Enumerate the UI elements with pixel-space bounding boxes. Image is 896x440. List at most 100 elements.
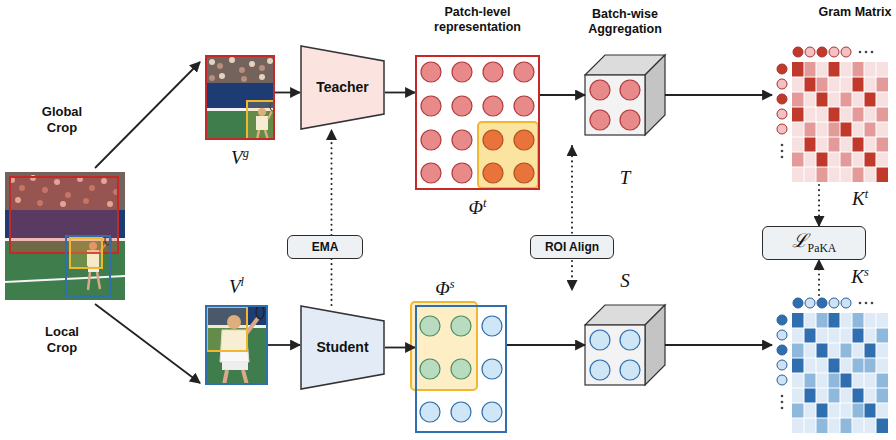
operation-box: EMA [287,235,363,259]
flow-arrow [665,344,772,346]
roi-leader [571,261,573,290]
crowd-dots [259,65,265,71]
teacher-patch-grid [421,62,538,188]
teacher-gram-matrix [792,62,888,182]
superscript: t [483,196,486,210]
token-circle [817,47,827,57]
teacher-gram-matrix [792,62,888,182]
token-circle [793,298,803,308]
superscript: t [865,187,868,201]
local-crop-image [224,370,247,385]
column-heading: Batch-wise Aggregation [578,7,673,37]
crowd-dots [209,57,273,80]
dotted-arrow [818,185,820,226]
patch-token [421,163,441,183]
input-photo [66,236,110,296]
ellipsis-dots [781,407,784,410]
student-patch-grid [411,302,502,422]
crop-label: Global Crop [34,104,90,135]
dotted-arrow [331,130,333,235]
gram-matrix: Ks [772,295,892,438]
crop-arrow [95,304,200,383]
flow-arrow [268,344,300,346]
roi-token [420,316,471,379]
input-photo [70,238,102,268]
token-circle [777,360,787,370]
operation-label: ROI Align [545,240,599,254]
roi-token [420,316,440,336]
teacher-gram-matrix [777,47,888,182]
token-circle [829,298,839,308]
patch-token [421,62,441,82]
ellipsis-dots [865,51,868,54]
ellipsis-dots [781,395,784,398]
loss-box: ℒPaKA [762,226,866,260]
crowd-dots [259,74,265,80]
subscript: PaKA [808,242,837,255]
flow-arrow [385,92,415,94]
patch-token [483,96,503,116]
patch-token [514,62,534,82]
local-crop-image [222,362,248,370]
token-circle [777,64,787,74]
symbol-label: Φs [435,277,454,301]
encoder-label: Student [316,339,368,356]
crowd-dots [267,58,273,64]
roi-token [514,130,534,150]
ellipsis-dots [781,150,784,153]
token-circle [777,124,787,134]
token-circle [777,330,787,340]
dotted-arrow [331,259,333,305]
flow-arrow [665,94,772,96]
token-circle [777,315,787,325]
crowd-dots [209,59,215,65]
aggregation-cube: Batch-wise AggregationT [585,55,665,135]
aggregated-token [590,330,640,380]
student-cube [645,305,665,385]
patch-token [482,359,502,379]
symbol-label: S [620,270,630,293]
student-cube [585,305,665,385]
patch-token [421,62,534,183]
photo-scene [5,172,125,300]
student-gram-matrix [792,313,888,433]
global-crop-image [205,55,275,140]
crowd-dots [209,63,265,82]
crop-arrow [95,62,200,168]
loss-label: ℒPaKA [792,230,837,256]
token-circle [817,298,827,308]
aggregated-token [590,330,610,350]
ellipsis-dots [859,51,862,54]
ellipsis-dots [781,144,784,147]
roi-token [514,163,534,183]
photo-scene [5,172,125,300]
crowd-dots [209,75,215,81]
crowd-dots [229,57,235,63]
column-heading: Patch-level representation [418,5,538,35]
patch-token [514,96,534,116]
aggregated-token [590,80,610,100]
ellipsis-dots [871,302,874,305]
local-crop-image [256,305,264,319]
global-crop-image [205,55,275,83]
aggregated-token [620,80,640,100]
superscript: s [864,265,869,279]
encoder-label: Teacher [316,79,369,96]
token-circle [805,298,815,308]
superscript: g [243,146,249,160]
student-gram-matrix [792,313,888,433]
aggregation-cube: S [585,305,665,385]
crop-image: Vl [205,305,268,385]
token-circle [777,94,787,104]
symbol-label: Vg [231,146,249,170]
teacher-cube [645,55,665,135]
crowd-dots [249,61,255,67]
crowd-dots [239,67,245,73]
student-gram-matrix [792,313,888,433]
global-crop-image [205,55,275,140]
flow-arrow [540,94,585,96]
teacher-gram-matrix [792,62,888,182]
patch-grid: Φs [415,305,507,433]
